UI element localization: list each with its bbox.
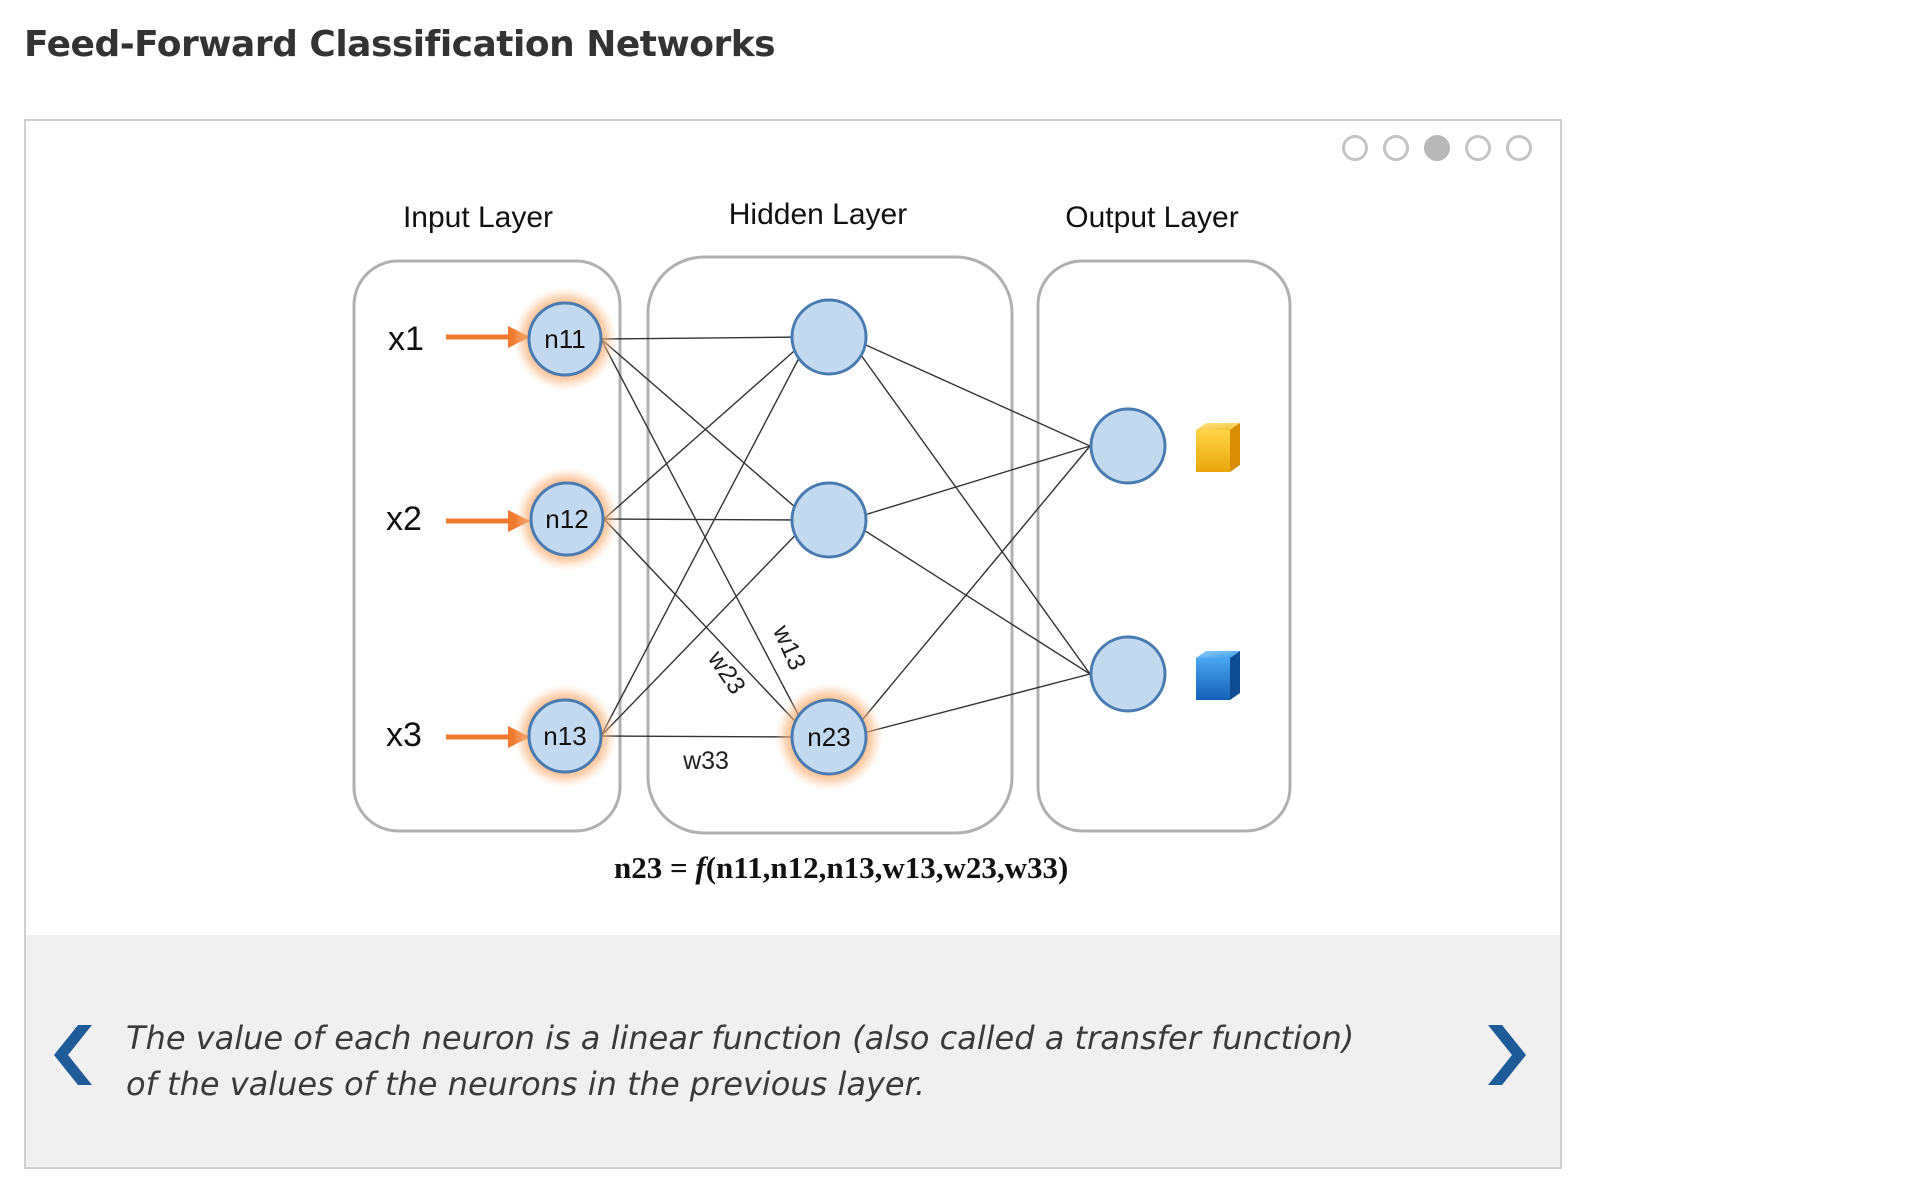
neural-network-diagram: Input Layer Hidden Layer Output Layer	[352, 198, 1292, 885]
chevron-left-icon[interactable]	[44, 1015, 104, 1095]
input-layer-box	[352, 259, 622, 833]
hidden-neuron-1	[790, 298, 868, 376]
hidden-layer-title: Hidden Layer	[729, 198, 907, 231]
neuron-label-n13: n13	[543, 721, 586, 751]
image-carousel: Input Layer Hidden Layer Output Layer	[24, 119, 1562, 1169]
output-neuron-1	[1089, 407, 1167, 485]
slide-indicator	[1342, 135, 1532, 161]
input-neuron-n12	[529, 481, 605, 557]
slide-dot-3-active[interactable]	[1424, 135, 1450, 161]
neuron-label-n23: n23	[807, 722, 850, 752]
slide-caption: The value of each neuron is a linear fun…	[126, 1019, 1355, 1103]
chevron-right-icon[interactable]	[1476, 1015, 1536, 1095]
hidden-neuron-n23	[790, 698, 868, 776]
input-layer-title: Input Layer	[403, 201, 553, 234]
weight-label-w23: w23	[702, 645, 751, 700]
hidden-layer-box	[646, 255, 1014, 835]
output-layer-box	[1036, 259, 1292, 833]
input-hidden-connections	[600, 336, 811, 738]
formula: n23 = f(n11,n12,n13,w13,w23,w33)	[614, 850, 1068, 885]
output-neuron-2	[1089, 635, 1167, 713]
input-arrows	[446, 326, 530, 748]
yellow-cube-icon	[1196, 423, 1240, 472]
output-layer-title: Output Layer	[1065, 201, 1238, 234]
slide-dot-2[interactable]	[1383, 135, 1409, 161]
weight-label-w33: w33	[682, 747, 729, 775]
input-label-x2: x2	[386, 500, 422, 538]
input-neuron-n13	[527, 698, 603, 774]
input-label-x3: x3	[386, 716, 422, 754]
hidden-neuron-2	[790, 481, 868, 559]
slide-dot-1[interactable]	[1342, 135, 1368, 161]
page-title: Feed-Forward Classification Networks	[24, 24, 776, 65]
input-neuron-n11	[527, 301, 603, 377]
slide-dot-4[interactable]	[1465, 135, 1491, 161]
hidden-output-connections	[847, 336, 1091, 738]
input-label-x1: x1	[388, 320, 424, 358]
caption-panel: The value of each neuron is a linear fun…	[26, 935, 1560, 1167]
neuron-label-n12: n12	[545, 504, 588, 534]
blue-cube-icon	[1196, 651, 1240, 700]
neuron-label-n11: n11	[544, 324, 585, 354]
slide-dot-5[interactable]	[1506, 135, 1532, 161]
